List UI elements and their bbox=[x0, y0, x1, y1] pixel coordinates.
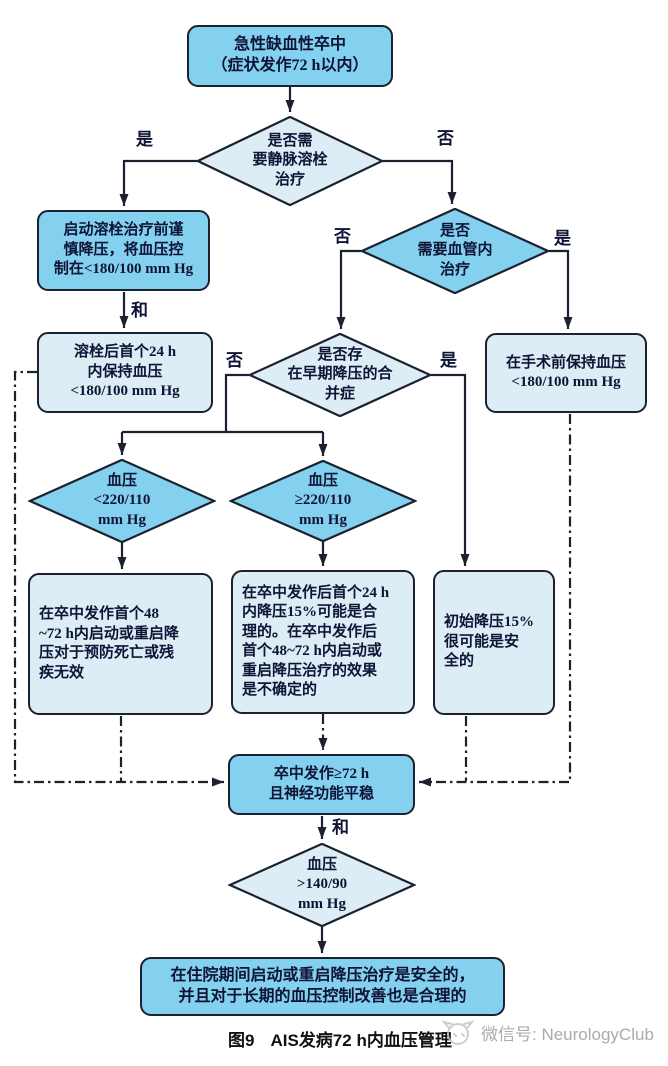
decision-line: ≥220/110 bbox=[294, 492, 352, 509]
node-line: 卒中发作≥72 h bbox=[273, 766, 370, 782]
edge-evt-yes bbox=[549, 249, 573, 329]
node-line: 制在<180/100 mm Hg bbox=[53, 261, 194, 278]
diamond-shape bbox=[248, 333, 432, 417]
decision-line: 血压 bbox=[307, 472, 338, 489]
node-final-recommendation: 在住院期间启动或重启降压治疗是安全的， 并且对于长期的血压控制改善也是合理的 bbox=[140, 957, 505, 1016]
node-start-line: 急性缺血性卒中 bbox=[233, 36, 346, 54]
decision-line: mm Hg bbox=[299, 511, 347, 528]
wechat-watermark: 微信号: NeurologyClub bbox=[441, 1016, 654, 1048]
edge-label-yes: 是 bbox=[554, 229, 571, 248]
decision-line: 血压 bbox=[106, 472, 137, 489]
edge-comorb-no-elbow bbox=[224, 373, 249, 432]
node-line: 首个48~72 h内启动或 bbox=[242, 643, 382, 659]
wechat-logo-icon bbox=[441, 1020, 475, 1045]
node-line: 全的 bbox=[444, 653, 475, 670]
edge-label-and: 和 bbox=[131, 301, 148, 320]
edge-evt-no bbox=[336, 249, 361, 329]
edge-ivt-yes bbox=[119, 159, 197, 206]
node-line: ~72 h内启动或重启降 bbox=[39, 625, 179, 642]
node-line: <180/100 mm Hg bbox=[511, 374, 621, 390]
node-start: 急性缺血性卒中 （症状发作72 h以内） bbox=[187, 25, 393, 87]
decision-bp-above-140-90: 血压 >140/90 mm Hg bbox=[228, 843, 416, 927]
edge-label-yes: 是 bbox=[440, 351, 457, 370]
node-line: 压对于预防死亡或残 bbox=[39, 645, 175, 661]
node-line: 并且对于长期的血压控制改善也是合理的 bbox=[178, 987, 467, 1005]
figure-title: AIS发病72 h内血压管理 bbox=[270, 1031, 452, 1050]
node-stable-72h: 卒中发作≥72 h 且神经功能平稳 bbox=[228, 754, 415, 815]
node-line: <180/100 mm Hg bbox=[70, 383, 180, 400]
node-line: 初始降压15% bbox=[444, 614, 535, 631]
node-line: 在手术前保持血压 bbox=[505, 354, 626, 371]
decision-comorbidity: 是否存 在早期降压的合 并症 bbox=[248, 333, 432, 417]
node-line: 重启降压治疗的效果 bbox=[242, 662, 378, 679]
node-pre-lysis-bp: 启动溶栓治疗前谨 慎降压，将血压控 制在<180/100 mm Hg bbox=[37, 210, 210, 291]
node-line: 在卒中发作首个48 bbox=[39, 606, 160, 622]
node-line: 内降压15%可能是合 bbox=[242, 604, 378, 620]
node-result-ineffective: 在卒中发作首个48 ~72 h内启动或重启降 压对于预防死亡或残 疾无效 bbox=[28, 573, 213, 715]
edge-label-and: 和 bbox=[332, 818, 349, 837]
node-line: 在卒中发作后首个24 h bbox=[242, 584, 390, 601]
diamond-shape bbox=[196, 116, 384, 206]
node-line: 慎降压，将血压控 bbox=[63, 241, 184, 258]
decision-bp-below-220: 血压 <220/110 mm Hg bbox=[28, 459, 216, 543]
node-line: 在住院期间启动或重启降压治疗是安全的， bbox=[170, 966, 475, 984]
edge-label-yes: 是 bbox=[136, 130, 153, 149]
edge-ivt-no bbox=[383, 159, 457, 204]
decision-line: <220/110 bbox=[93, 492, 151, 509]
edge-comorb-yes bbox=[431, 373, 470, 566]
edge-label-no: 否 bbox=[437, 129, 454, 148]
figure-number: 图9 bbox=[228, 1031, 255, 1050]
diamond-shape bbox=[229, 460, 417, 542]
node-line: 疾无效 bbox=[39, 664, 85, 681]
node-result-lower-15pct: 在卒中发作后首个24 h 内降压15%可能是合 理的。在卒中发作后 首个48~7… bbox=[231, 570, 415, 714]
decision-line: 需要血管内 bbox=[417, 242, 493, 259]
edge-label-no: 否 bbox=[226, 351, 243, 370]
decision-line: 在早期降压的合 bbox=[287, 366, 393, 383]
decision-iv-thrombolysis: 是否需 要静脉溶栓 治疗 bbox=[196, 116, 384, 206]
diamond-shape bbox=[360, 208, 550, 294]
node-result-initial-15pct: 初始降压15% 很可能是安 全的 bbox=[433, 570, 555, 715]
decision-line: 要静脉溶栓 bbox=[252, 152, 328, 169]
decision-line: 是否需 bbox=[267, 132, 313, 149]
edge-label-no: 否 bbox=[334, 227, 351, 246]
decision-line: 是否存 bbox=[317, 346, 363, 363]
node-line: 内保持血压 bbox=[87, 363, 163, 380]
node-line: 很可能是安 bbox=[444, 633, 520, 650]
edge-postlysis-to-stable bbox=[13, 370, 224, 787]
node-line: 溶栓后首个24 h bbox=[73, 344, 177, 361]
node-line: 是不确定的 bbox=[242, 682, 318, 698]
decision-line: 治疗 bbox=[439, 261, 470, 278]
node-line: 理的。在卒中发作后 bbox=[242, 623, 378, 640]
node-post-lysis-bp: 溶栓后首个24 h 内保持血压 <180/100 mm Hg bbox=[37, 332, 213, 413]
decision-line: >140/90 bbox=[296, 876, 348, 893]
decision-bp-above-220: 血压 ≥220/110 mm Hg bbox=[229, 460, 417, 542]
decision-line: mm Hg bbox=[98, 511, 146, 528]
decision-line: mm Hg bbox=[298, 895, 346, 912]
node-surgery-bp: 在手术前保持血压 <180/100 mm Hg bbox=[485, 333, 647, 413]
decision-line: 治疗 bbox=[274, 171, 305, 188]
diamond-shape bbox=[228, 843, 416, 927]
diamond-shape bbox=[28, 459, 216, 543]
watermark-text: 微信号: NeurologyClub bbox=[481, 1024, 654, 1044]
decision-line: 是否 bbox=[439, 222, 470, 239]
decision-endovascular: 是否 需要血管内 治疗 bbox=[360, 208, 550, 294]
decision-line: 血压 bbox=[306, 856, 337, 873]
figure-caption: 图9 AIS发病72 h内血压管理 bbox=[228, 1026, 452, 1051]
decision-line: 并症 bbox=[324, 385, 355, 402]
node-line: 启动溶栓治疗前谨 bbox=[63, 222, 184, 239]
node-start-line: （症状发作72 h以内） bbox=[211, 57, 369, 74]
node-line: 且神经功能平稳 bbox=[268, 785, 374, 802]
